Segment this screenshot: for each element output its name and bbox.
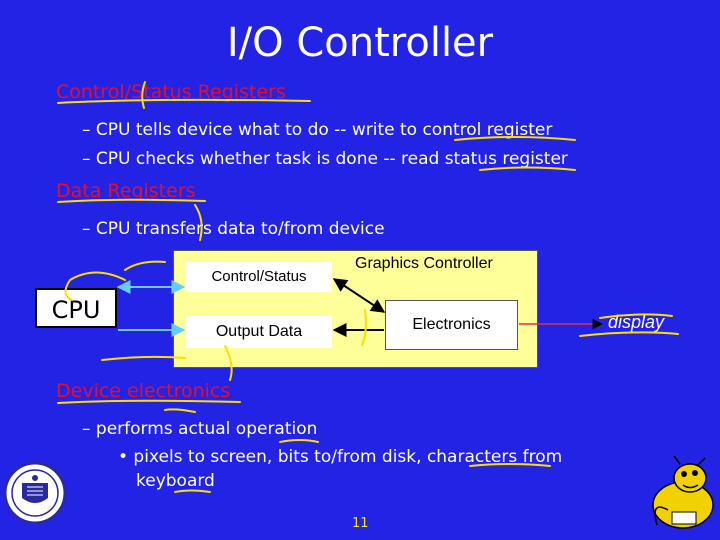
control-electronics-arrow [332,278,386,313]
bullet-performs-operation: – performs actual operation [82,419,318,439]
slide-title: I/O Controller [226,20,494,66]
university-seal-image [3,461,67,525]
bullet-read-status: – CPU checks whether task is done -- rea… [82,149,568,169]
bullet-transfer-data: – CPU transfers data to/from device [82,219,385,239]
display-label: display [608,312,665,332]
electronics-box: Electronics [385,300,518,350]
bullet-write-control: – CPU tells device what to do -- write t… [82,120,553,140]
control-status-register-box: Control/Status [186,262,332,292]
heading-data-registers: Data Registers [56,180,196,202]
graphics-controller-label: Graphics Controller [355,255,493,272]
cartoon-mascot-image [652,455,714,529]
cpu-box: CPU [35,288,117,328]
heading-control-status-registers: Control/Status Registers [56,81,286,103]
sub-bullet-examples: • pixels to screen, bits to/from disk, c… [118,447,563,467]
heading-device-electronics: Device electronics [56,380,231,402]
handwritten-annotations [57,81,679,493]
page-number: 11 [352,516,369,531]
sub-bullet-examples-cont: keyboard [136,471,215,491]
output-data-register-box: Output Data [186,316,332,348]
